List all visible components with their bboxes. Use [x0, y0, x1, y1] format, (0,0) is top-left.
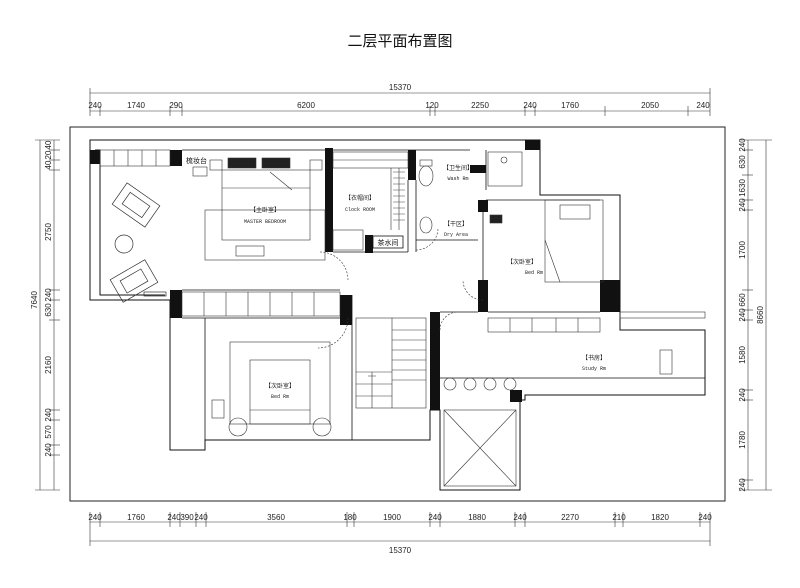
- north-bedroom-label: 【次卧室】: [507, 258, 537, 266]
- svg-text:2160: 2160: [44, 356, 53, 374]
- svg-text:240: 240: [167, 513, 181, 522]
- svg-text:1760: 1760: [127, 513, 145, 522]
- svg-text:1900: 1900: [383, 513, 401, 522]
- svg-text:240: 240: [44, 288, 53, 302]
- svg-text:7640: 7640: [30, 291, 39, 309]
- svg-text:240: 240: [738, 198, 747, 212]
- svg-text:240: 240: [428, 513, 442, 522]
- svg-text:630: 630: [44, 303, 53, 317]
- cloakroom-shelves: [332, 151, 409, 251]
- svg-text:630: 630: [738, 155, 747, 169]
- svg-text:2270: 2270: [561, 513, 579, 522]
- svg-text:40: 40: [44, 140, 53, 149]
- top-dim-labels: 240 1740 290 6200 120 2250 240 1760 2050…: [88, 101, 710, 110]
- svg-text:240: 240: [698, 513, 712, 522]
- svg-text:240: 240: [513, 513, 527, 522]
- svg-text:180: 180: [343, 513, 357, 522]
- door-swings: [317, 227, 484, 349]
- master-bedroom-label: 【主卧室】: [250, 206, 280, 214]
- wall-blocks: [90, 140, 620, 410]
- bottom-dim-labels: 240 1760 240 390 240 3560 180 1900 240 1…: [88, 513, 712, 522]
- study-furniture: [443, 311, 706, 391]
- svg-text:3560: 3560: [267, 513, 285, 522]
- svg-text:2050: 2050: [641, 101, 659, 110]
- hanging-rail-hatch: [393, 171, 405, 221]
- overall-width-top: 15370: [389, 83, 412, 92]
- south-bedroom-label: 【次卧室】: [265, 382, 295, 390]
- tea-room-box: [372, 235, 404, 249]
- dry-area-label: 【干区】: [444, 221, 468, 228]
- svg-text:8660: 8660: [756, 306, 765, 324]
- svg-text:240: 240: [194, 513, 208, 522]
- washroom-label: 【卫生间】: [443, 164, 473, 172]
- north-bedroom-bed: [489, 199, 604, 283]
- sheet-frame: [69, 126, 726, 502]
- svg-text:1760: 1760: [561, 101, 579, 110]
- svg-text:240: 240: [696, 101, 710, 110]
- svg-text:1700: 1700: [738, 241, 747, 259]
- left-dimension-chain: [35, 139, 60, 491]
- svg-text:240: 240: [88, 513, 102, 522]
- svg-text:240: 240: [738, 478, 747, 492]
- svg-text:1580: 1580: [738, 346, 747, 364]
- svg-text:240: 240: [88, 101, 102, 110]
- north-bedroom-label-en: Bed Rm: [525, 270, 543, 276]
- svg-text:660: 660: [738, 293, 747, 307]
- cloakroom-label-en: Clock ROOM: [345, 207, 375, 213]
- south-bedroom-bed: [211, 341, 332, 437]
- interior-walls: [182, 149, 705, 440]
- washroom-label-en: Wash Rm: [447, 176, 468, 182]
- right-dim-labels: 240 630 1630 240 1700 660 240 1580 240 1…: [738, 138, 765, 492]
- bottom-dimension-chain: [89, 512, 711, 546]
- master-closet-row: [99, 149, 171, 167]
- svg-text:6200: 6200: [297, 101, 315, 110]
- master-bed: [204, 157, 326, 261]
- void-opening: [443, 409, 517, 487]
- svg-text:570: 570: [44, 425, 53, 439]
- tea-room-label: 茶水间: [378, 238, 399, 247]
- svg-text:20: 20: [44, 150, 53, 159]
- svg-text:240: 240: [44, 408, 53, 422]
- svg-text:390: 390: [180, 513, 194, 522]
- left-dim-labels: 40 20 40 2750 7640 240 630 2160 240 570 …: [30, 140, 53, 457]
- svg-text:1880: 1880: [468, 513, 486, 522]
- washroom-fixtures: [418, 151, 523, 234]
- lounge-armchairs: [109, 182, 167, 303]
- svg-text:40: 40: [44, 160, 53, 169]
- svg-text:1630: 1630: [738, 179, 747, 197]
- svg-text:240: 240: [44, 443, 53, 457]
- svg-text:120: 120: [425, 101, 439, 110]
- svg-text:1780: 1780: [738, 431, 747, 449]
- study-label: 【书房】: [582, 354, 606, 362]
- svg-text:210: 210: [612, 513, 626, 522]
- svg-text:290: 290: [169, 101, 183, 110]
- svg-text:240: 240: [738, 138, 747, 152]
- drawing-title: 二层平面布置图: [347, 32, 453, 50]
- overall-width-bottom: 15370: [389, 546, 412, 555]
- dressing-stool: [192, 166, 208, 177]
- south-bedroom-label-en: Bed Rm: [271, 394, 289, 400]
- svg-text:2250: 2250: [471, 101, 489, 110]
- svg-text:240: 240: [523, 101, 537, 110]
- svg-text:240: 240: [738, 308, 747, 322]
- right-dimension-chain: [740, 139, 772, 491]
- dressing-table-label: 梳妆台: [186, 156, 207, 165]
- master-bedroom-label-en: MASTER BEDROOM: [244, 219, 286, 225]
- south-bedroom-wardrobe: [181, 291, 341, 317]
- cloakroom-label: 【衣帽间】: [345, 194, 375, 202]
- svg-text:2750: 2750: [44, 223, 53, 241]
- svg-text:1740: 1740: [127, 101, 145, 110]
- svg-text:1820: 1820: [651, 513, 669, 522]
- study-label-en: Study Rm: [582, 366, 606, 372]
- top-dimension-chain: [89, 88, 711, 116]
- staircase: [355, 317, 427, 409]
- dry-area-label-en: Dry Area: [444, 232, 468, 238]
- svg-text:240: 240: [738, 388, 747, 402]
